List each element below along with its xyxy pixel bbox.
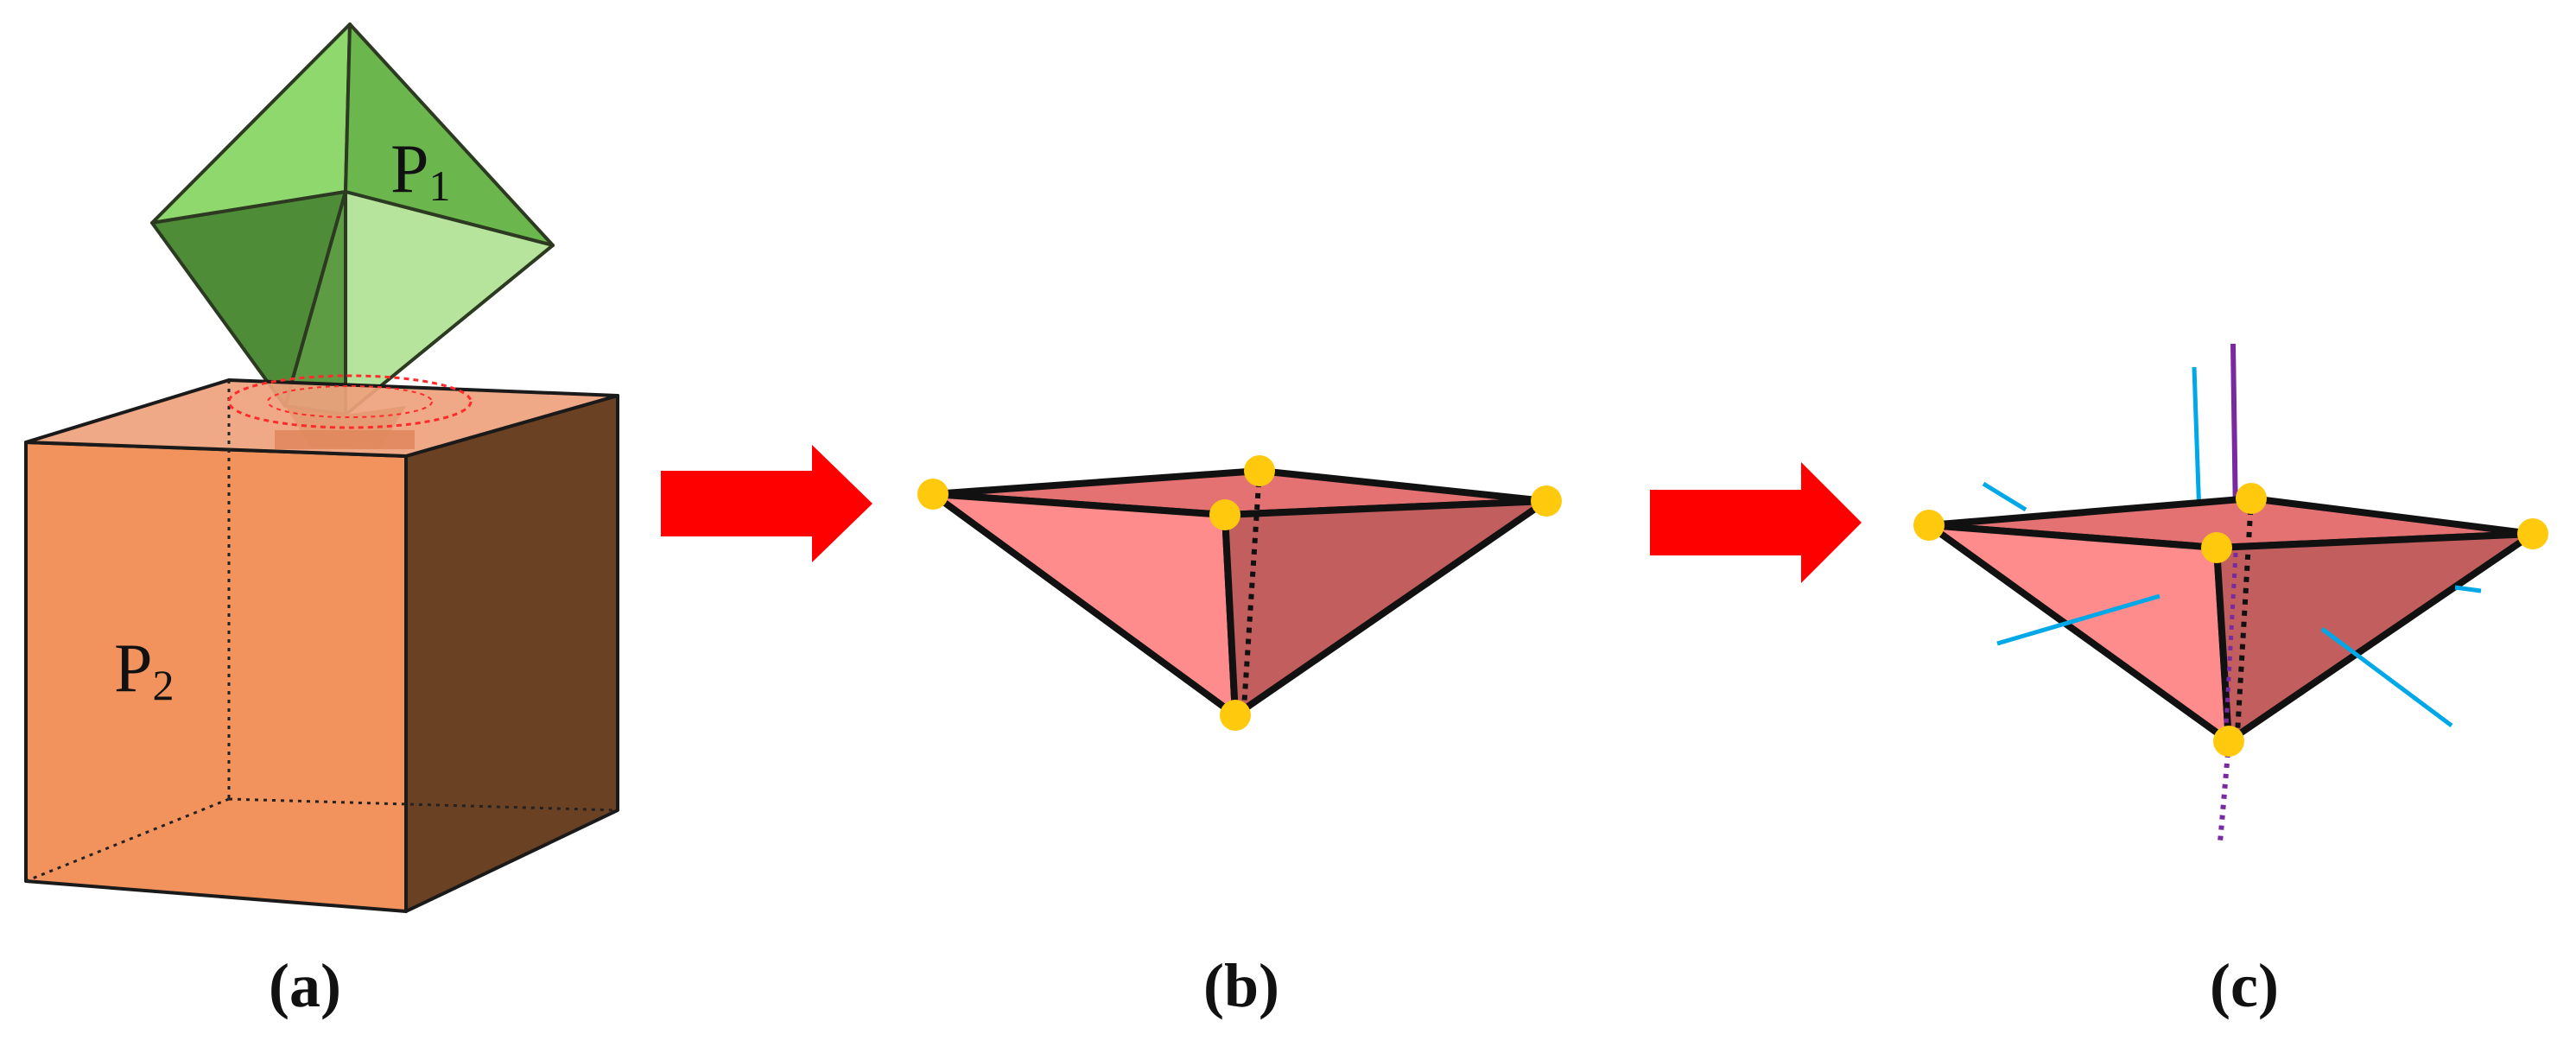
- caption-b: (b): [1203, 951, 1279, 1020]
- ray-purple: [2223, 552, 2238, 742]
- ray-purple: [2230, 343, 2238, 519]
- box-p2: [24, 378, 619, 913]
- label-p2: P2: [114, 631, 174, 709]
- intersection-ring-outer: [227, 374, 473, 429]
- ray-blue: [1996, 593, 2160, 646]
- vertex-point: [1220, 700, 1251, 731]
- vertex-point: [1913, 510, 1945, 541]
- contact-patch: [275, 430, 415, 449]
- vertex-point: [1531, 485, 1562, 517]
- vertex-point: [2213, 726, 2244, 757]
- arrow-right-1: [661, 445, 872, 562]
- panel-c: (c): [1913, 343, 2548, 1020]
- box-face-front: [24, 441, 408, 913]
- panel-a: P1 P2 (a): [24, 22, 619, 1020]
- vertex-point: [2236, 483, 2267, 514]
- tetra-face-left: [930, 491, 1239, 719]
- box-hidden-edges: [25, 380, 619, 883]
- caption-c: (c): [2210, 951, 2279, 1020]
- intersection-ring-inner: [267, 385, 433, 418]
- octahedron-face-upper-left: [150, 22, 352, 225]
- vertex-point: [1209, 499, 1240, 530]
- ray-purple-dotted: [2218, 742, 2231, 843]
- panel-b: (b): [917, 455, 1562, 1020]
- octahedron-p1: [150, 22, 555, 416]
- ray-blue: [1982, 481, 2027, 512]
- tetra-face-right: [1221, 498, 1550, 719]
- vertex-point: [917, 479, 949, 510]
- ray-blue: [2192, 366, 2202, 517]
- tetra-face-left: [1926, 522, 2232, 745]
- arrow-right-2: [1650, 462, 1862, 583]
- vertex-point: [2517, 518, 2548, 549]
- vertex-point: [1244, 455, 1275, 486]
- tetra-face-right: [2213, 530, 2536, 745]
- ray-blue: [2454, 585, 2482, 593]
- vertex-point: [2201, 532, 2232, 563]
- label-p1: P1: [390, 131, 451, 210]
- caption-a: (a): [269, 951, 341, 1020]
- box-face-side: [404, 394, 619, 913]
- ray-blue: [2320, 626, 2453, 728]
